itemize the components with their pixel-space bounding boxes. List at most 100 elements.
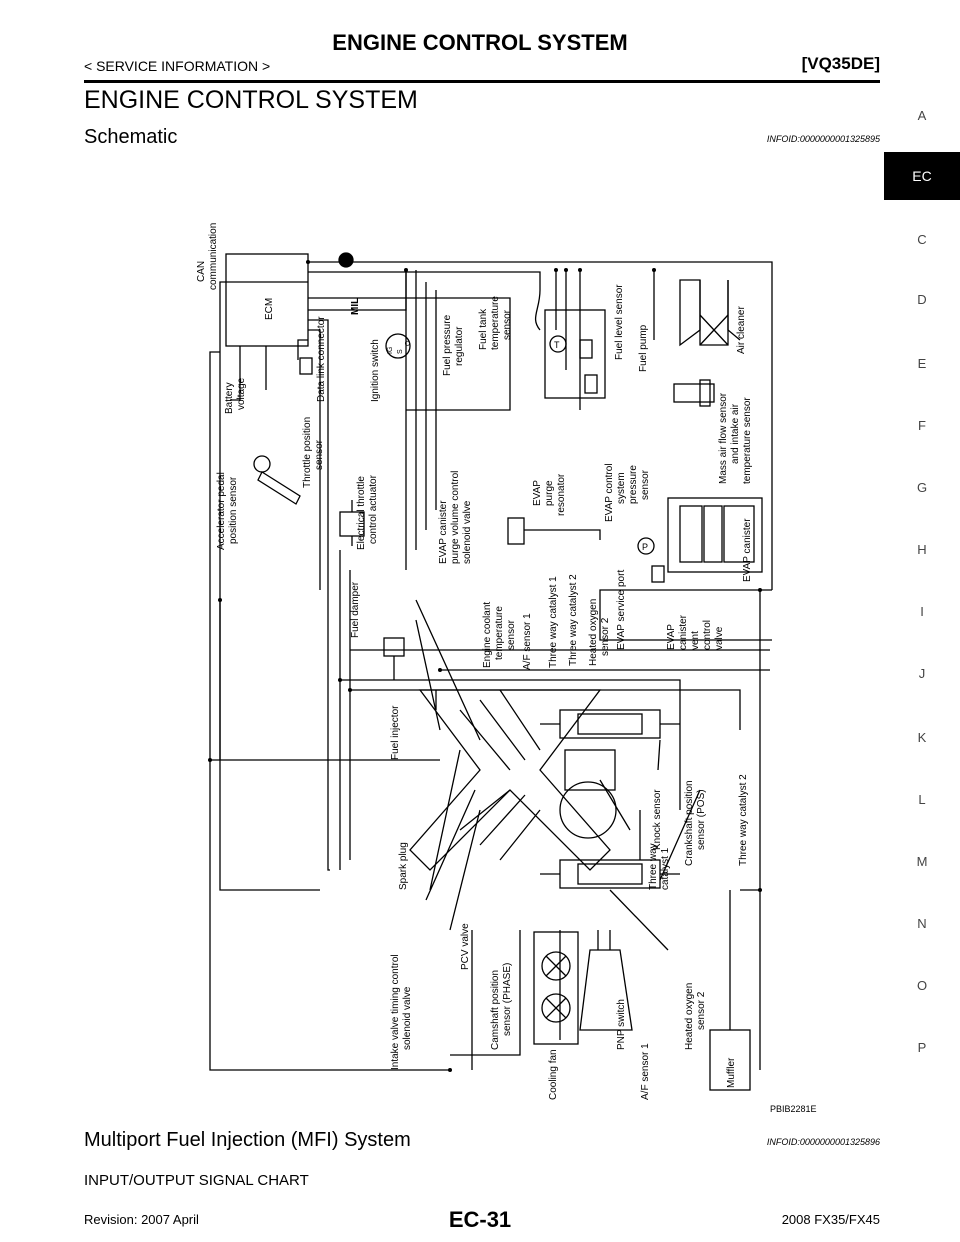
label-evap-ctrl-1: EVAP control (604, 463, 615, 522)
label-air-cleaner: Air cleaner (736, 306, 747, 354)
label-o: O (405, 340, 412, 346)
label-evap-ctrl-2: system (616, 472, 627, 504)
label-evap-purge-3: resonator (556, 473, 567, 516)
engine-control-schematic: CAN communication ECM MIL Battery voltag… (196, 223, 773, 1100)
label-evap-can-3: solenoid valve (462, 500, 473, 564)
label-evap-vent-3: vent (690, 631, 701, 650)
label-fuel-level: Fuel level sensor (614, 284, 625, 360)
signal-chart-heading: INPUT/OUTPUT SIGNAL CHART (84, 1172, 309, 1189)
tab-c[interactable]: C (917, 232, 927, 247)
label-cam-1: Camshaft position (490, 970, 501, 1050)
mfi-heading: Multiport Fuel Injection (MFI) System (84, 1129, 411, 1151)
tab-a[interactable]: A (917, 108, 927, 123)
label-ivt-2: solenoid valve (402, 986, 413, 1050)
tab-l[interactable]: L (918, 792, 926, 807)
label-throttle-2: sensor (314, 439, 325, 470)
label-knock: Knock sensor (652, 789, 663, 850)
tab-j[interactable]: J (918, 666, 926, 681)
label-communication: communication (208, 223, 219, 290)
label-crank-2: sensor (POS) (696, 789, 707, 850)
section-tab-index: A EC C D E F G H I J K L M N O P (884, 0, 960, 1242)
label-pnp: PNP switch (616, 999, 627, 1050)
label-maf-1: Mass air flow sensor (718, 392, 729, 484)
figure-code: PBIB2281E (770, 1104, 817, 1114)
label-ftt-1: Fuel tank (478, 308, 489, 350)
label-fpr-1: Fuel pressure (442, 314, 453, 376)
label-ect-3: sensor (506, 619, 517, 650)
tab-f[interactable]: F (918, 418, 926, 433)
info-id-schematic: INFOID:0000000001325895 (766, 134, 880, 144)
label-accel-1: Accelerator pedal (216, 472, 227, 550)
schematic-heading: Schematic (84, 126, 178, 148)
label-maf-2: and intake air (730, 403, 741, 464)
label-muffler: Muffler (726, 1057, 737, 1088)
page-header-engine: [VQ35DE] (801, 54, 880, 73)
label-twc-b: catalyst 1 (660, 847, 671, 890)
label-af1: A/F sensor 1 (522, 613, 533, 670)
label-cam-2: sensor (PHASE) (502, 963, 513, 1036)
ecm-box (225, 253, 309, 347)
label-can: CAN (196, 261, 207, 282)
label-fuel-injector: Fuel injector (390, 705, 401, 760)
section-title: ENGINE CONTROL SYSTEM (84, 86, 418, 114)
label-evap-can-2: purge volume control (450, 471, 461, 564)
tab-ec[interactable]: EC (884, 152, 960, 200)
label-evap-purge-1: EVAP (532, 480, 543, 506)
tab-n[interactable]: N (917, 916, 927, 931)
footer-revision: Revision: 2007 April (84, 1212, 199, 1227)
label-evap-ctrl-4: sensor (640, 469, 651, 500)
label-evap-canister: EVAP canister (742, 518, 753, 582)
header-rule (84, 80, 880, 83)
label-twc2: Three way catalyst 2 (568, 574, 579, 666)
label-evap-purge-2: purge (544, 480, 555, 506)
tab-p[interactable]: P (917, 1040, 927, 1055)
label-spark-plug: Spark plug (398, 842, 409, 890)
label-twc2b: Three way catalyst 2 (738, 774, 749, 866)
label-p: P (642, 542, 648, 552)
label-evap-ctrl-3: pressure (628, 465, 639, 504)
page-header-section: < SERVICE INFORMATION > (84, 58, 271, 74)
label-ignition: Ignition switch (370, 339, 381, 402)
label-throttle-1: Throttle position (302, 417, 313, 488)
label-evap-vent-2: canister (678, 614, 689, 650)
page-header-title: ENGINE CONTROL SYSTEM (332, 30, 628, 55)
label-data-link: Data link connector (316, 316, 327, 402)
label-mil: MIL (350, 298, 361, 315)
label-ecm: ECM (264, 298, 275, 320)
label-crank-1: Crankshaft position (684, 780, 695, 866)
label-battery: Battery (224, 382, 235, 414)
label-ftt-3: sensor (502, 309, 513, 340)
tab-d[interactable]: D (917, 292, 927, 307)
tab-e[interactable]: E (917, 356, 927, 371)
label-cooling-fan: Cooling fan (548, 1049, 559, 1100)
label-twc1: Three way catalyst 1 (548, 576, 559, 668)
label-accel-2: position sensor (228, 476, 239, 544)
tab-h[interactable]: H (917, 542, 927, 557)
label-ho2b-1: Heated oxygen (684, 983, 695, 1050)
fuel-tank (544, 309, 606, 399)
footer-model: 2008 FX35/FX45 (781, 1212, 880, 1227)
label-s: S (397, 349, 404, 354)
label-ig: IG (387, 347, 394, 354)
label-etc-2: control actuator (368, 474, 379, 544)
label-evap-can-1: EVAP canister (438, 500, 449, 564)
tab-g[interactable]: G (916, 480, 928, 495)
label-ect-1: Engine coolant (482, 602, 493, 668)
label-etc-1: Electrical throttle (356, 476, 367, 550)
tab-k[interactable]: K (917, 730, 927, 745)
label-ho2-2: sensor 2 (600, 617, 611, 656)
label-fuel-damper: Fuel damper (350, 581, 361, 638)
label-fuel-pump: Fuel pump (638, 324, 649, 372)
label-evap-vent-4: control (702, 620, 713, 650)
label-pcv: PCV valve (460, 923, 471, 970)
label-evap-vent-1: EVAP (666, 624, 677, 650)
label-ho2b-2: sensor 2 (696, 991, 707, 1030)
tab-i[interactable]: I (920, 604, 924, 619)
label-ect-2: temperature (494, 606, 505, 660)
info-id-mfi: INFOID:0000000001325896 (766, 1137, 880, 1147)
evap-canister (667, 497, 763, 573)
label-fpr-2: regulator (454, 326, 465, 366)
tab-m[interactable]: M (916, 854, 928, 869)
label-af1b: A/F sensor 1 (640, 1043, 651, 1100)
tab-o[interactable]: O (916, 978, 928, 993)
